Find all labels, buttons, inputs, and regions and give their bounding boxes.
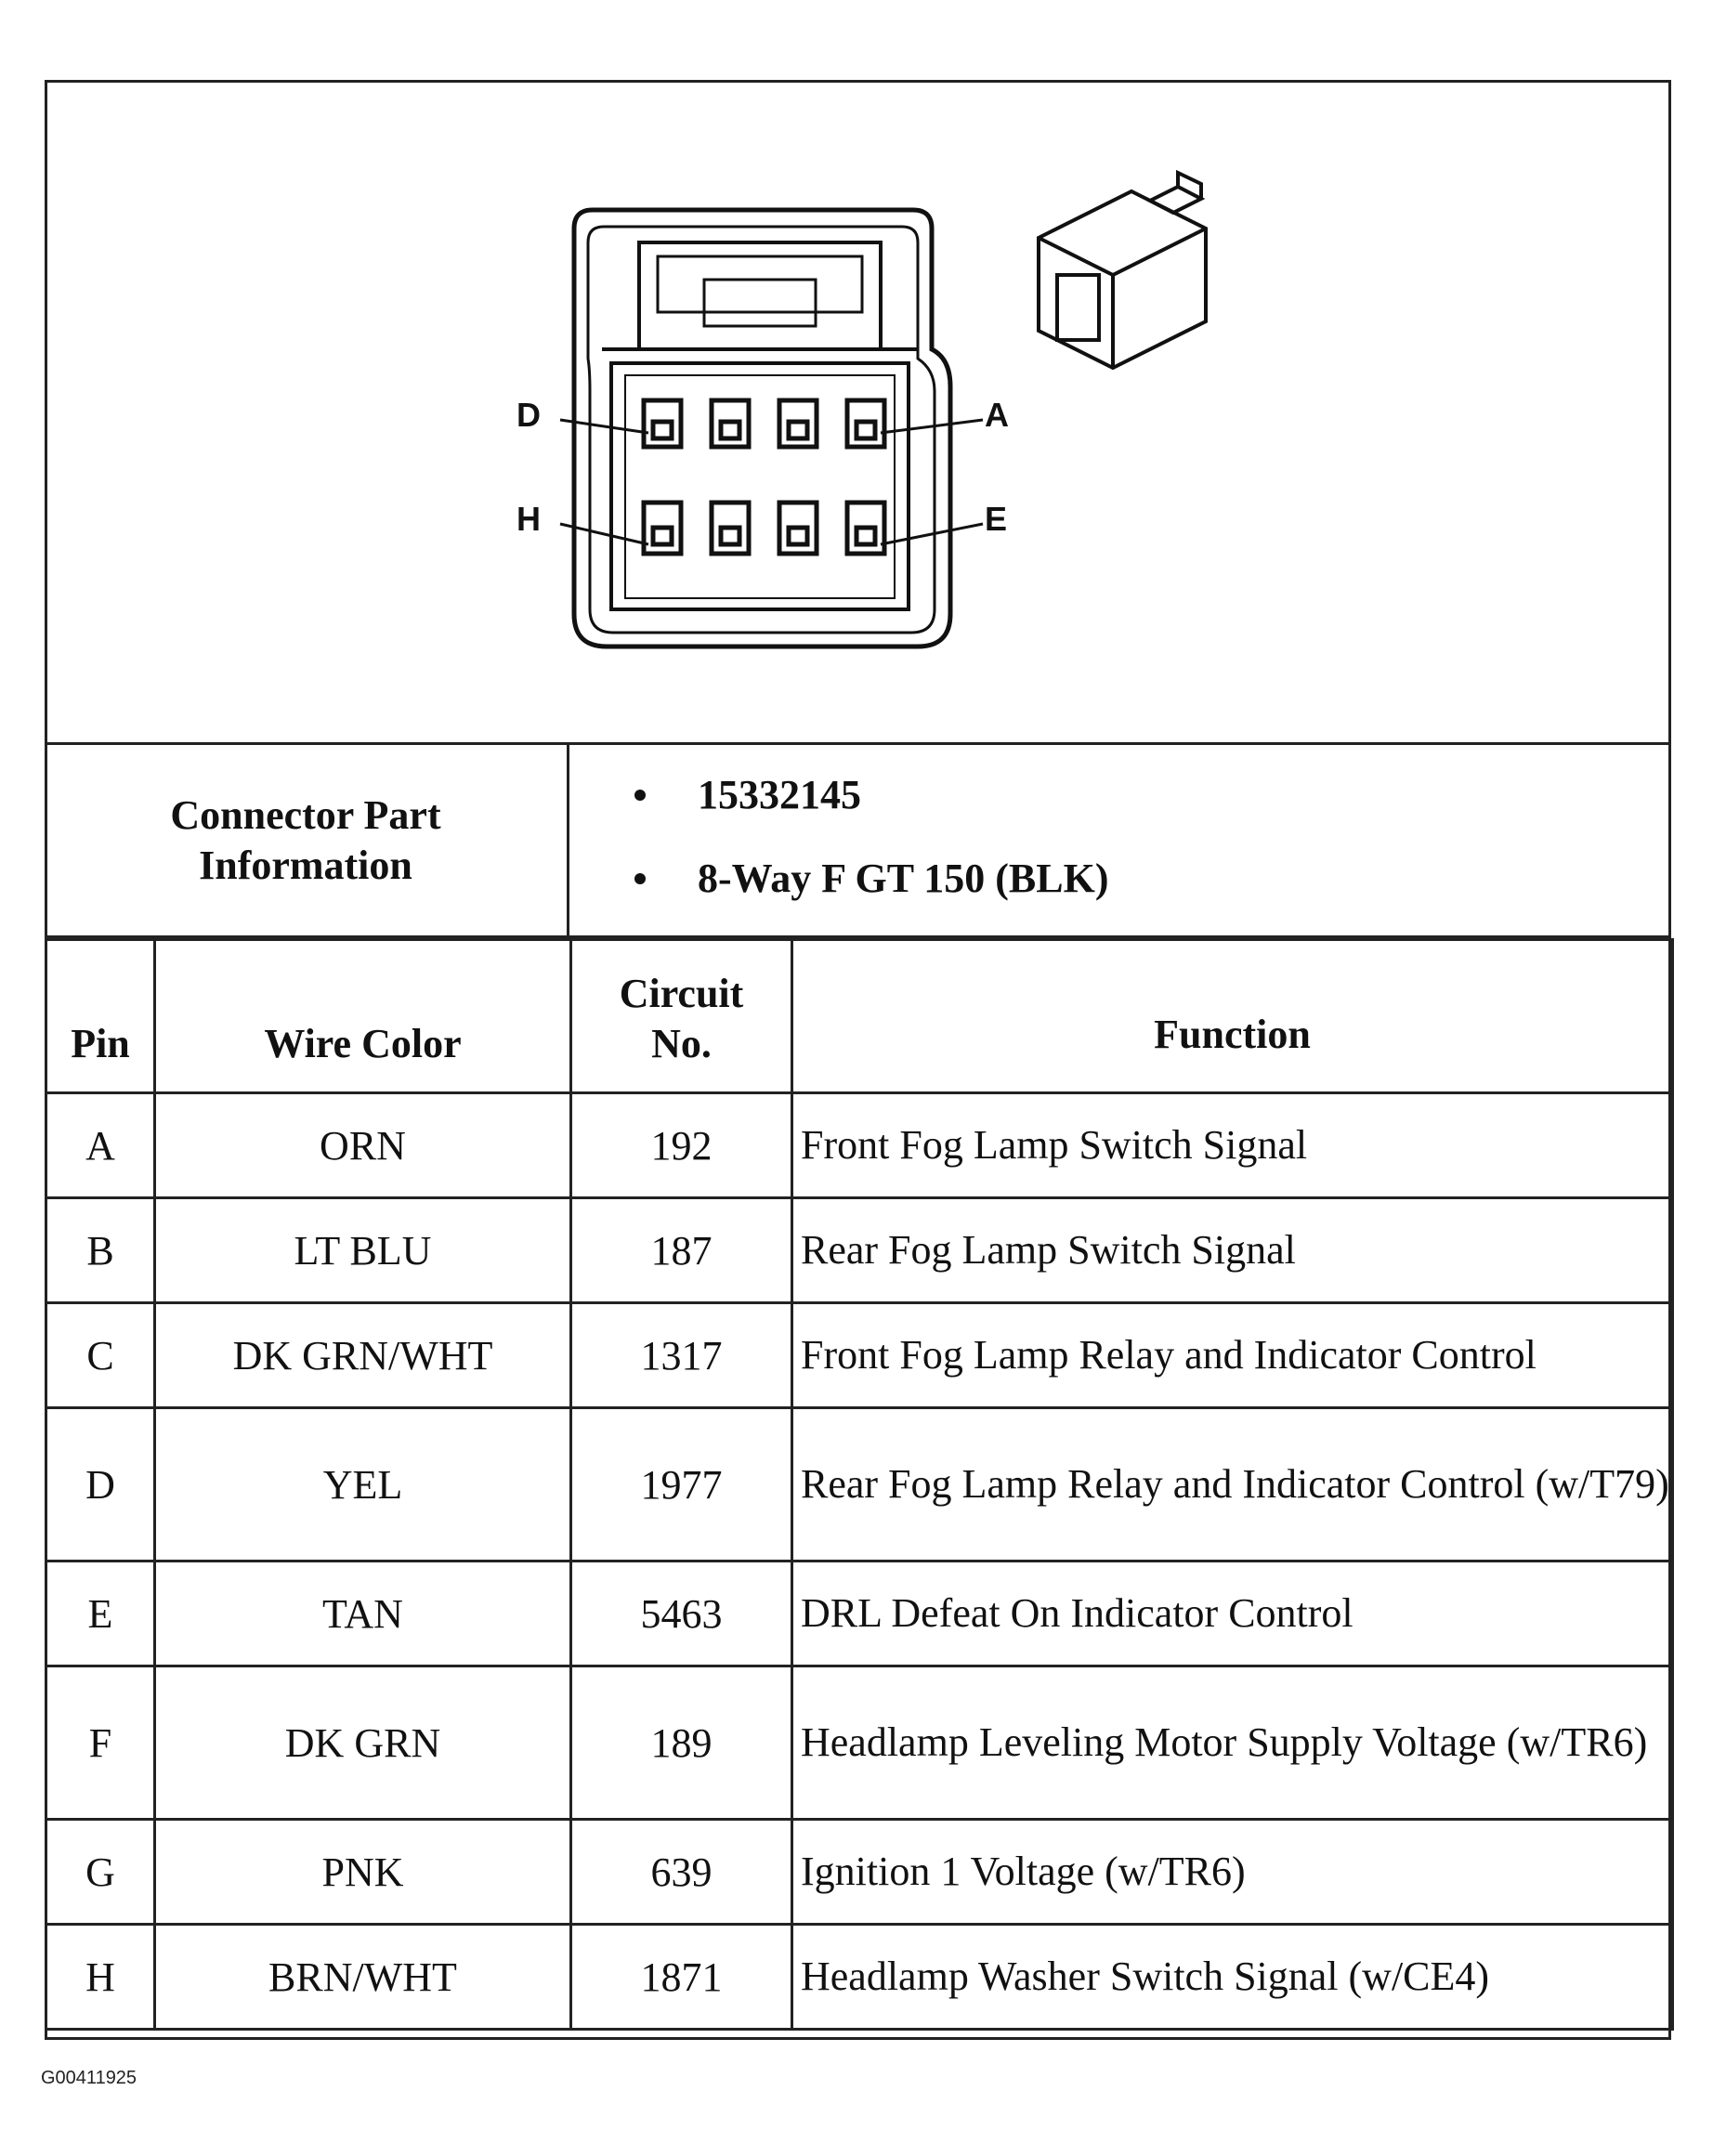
pin-cell: B [45, 1196, 156, 1304]
top-row-cavities [641, 398, 887, 450]
function-cell: Headlamp Leveling Motor Supply Voltage (… [791, 1665, 1674, 1821]
table-row: B LT BLU 187 Rear Fog Lamp Switch Signal [45, 1196, 1674, 1304]
pin-table: Pin Wire Color Circuit No. Function A OR… [45, 938, 1674, 2031]
connector-isometric-thumbnail [1037, 169, 1208, 371]
connector-part-info-list: 15332145 8-Way F GT 150 (BLK) [569, 745, 1671, 935]
housing-inner-outline [586, 225, 936, 634]
latch-button [702, 278, 817, 328]
pin-cell: D [45, 1406, 156, 1562]
pin-cell: H [45, 1923, 156, 2031]
table-header-row: Pin Wire Color Circuit No. Function [45, 938, 1674, 1094]
housing-outline [571, 207, 953, 649]
function-cell: Rear Fog Lamp Switch Signal [791, 1196, 1674, 1304]
bullet-icon [634, 789, 646, 801]
latch-frame [637, 241, 883, 351]
header-circuit-line2: No. [651, 1021, 712, 1066]
circuit-cell: 639 [569, 1818, 793, 1926]
header-wire-color: Wire Color [153, 938, 572, 1094]
table-row: H BRN/WHT 1871 Headlamp Washer Switch Si… [45, 1923, 1674, 2031]
wire-color-cell: PNK [153, 1818, 572, 1926]
wire-color-cell: DK GRN [153, 1665, 572, 1821]
pin-label-e: E [985, 500, 1008, 538]
pin-cell: C [45, 1301, 156, 1409]
circuit-cell: 189 [569, 1665, 793, 1821]
info-list-item: 8-Way F GT 150 (BLK) [634, 855, 1108, 902]
part-number: 15332145 [698, 772, 861, 817]
connector-part-info: Connector Part Information 15332145 8-Wa… [45, 745, 1671, 938]
info-list-item: 15332145 [634, 771, 861, 818]
function-cell: DRL Defeat On Indicator Control [791, 1560, 1674, 1667]
wire-color-cell: LT BLU [153, 1196, 572, 1304]
bottom-row-cavities [641, 500, 887, 556]
circuit-cell: 187 [569, 1196, 793, 1304]
table-row: C DK GRN/WHT 1317 Front Fog Lamp Relay a… [45, 1301, 1674, 1409]
wire-color-cell: DK GRN/WHT [153, 1301, 572, 1409]
wire-color-cell: YEL [153, 1406, 572, 1562]
pin-label-h: H [517, 500, 541, 538]
wire-color-cell: BRN/WHT [153, 1923, 572, 2031]
header-function: Function [791, 938, 1674, 1094]
connector-face-drawing [559, 169, 1208, 649]
wire-color-cell: TAN [153, 1560, 572, 1667]
circuit-cell: 1317 [569, 1301, 793, 1409]
table-row: F DK GRN 189 Headlamp Leveling Motor Sup… [45, 1665, 1674, 1821]
table-row: D YEL 1977 Rear Fog Lamp Relay and Indic… [45, 1406, 1674, 1562]
connector-diagram: D A H E [45, 80, 1671, 745]
cavity-area [609, 361, 910, 611]
function-cell: Ignition 1 Voltage (w/TR6) [791, 1818, 1674, 1926]
function-cell: Front Fog Lamp Relay and Indicator Contr… [791, 1301, 1674, 1409]
connector-description: 8-Way F GT 150 (BLK) [698, 856, 1109, 901]
figure-code: G00411925 [41, 2068, 137, 2088]
function-cell: Rear Fog Lamp Relay and Indicator Contro… [791, 1406, 1674, 1562]
connector-part-info-label: Connector Part Information [45, 745, 569, 935]
latch-tab [656, 255, 864, 314]
info-label-line2: Information [199, 842, 412, 888]
pin-cell: A [45, 1091, 156, 1199]
header-circuit-line1: Circuit [619, 971, 744, 1016]
function-cell: Headlamp Washer Switch Signal (w/CE4) [791, 1923, 1674, 2031]
header-pin: Pin [45, 938, 156, 1094]
bullet-icon [634, 872, 646, 884]
table-row: E TAN 5463 DRL Defeat On Indicator Contr… [45, 1560, 1674, 1667]
pin-cell: E [45, 1560, 156, 1667]
circuit-cell: 192 [569, 1091, 793, 1199]
pin-cell: F [45, 1665, 156, 1821]
info-label-line1: Connector Part [170, 791, 441, 838]
header-circuit-no: Circuit No. [569, 938, 793, 1094]
pin-label-d: D [517, 396, 541, 434]
circuit-cell: 1977 [569, 1406, 793, 1562]
table-row: A ORN 192 Front Fog Lamp Switch Signal [45, 1091, 1674, 1199]
wire-color-cell: ORN [153, 1091, 572, 1199]
table-row: G PNK 639 Ignition 1 Voltage (w/TR6) [45, 1818, 1674, 1926]
function-cell: Front Fog Lamp Switch Signal [791, 1091, 1674, 1199]
pin-cell: G [45, 1818, 156, 1926]
pin-label-a: A [985, 396, 1009, 434]
circuit-cell: 1871 [569, 1923, 793, 2031]
circuit-cell: 5463 [569, 1560, 793, 1667]
